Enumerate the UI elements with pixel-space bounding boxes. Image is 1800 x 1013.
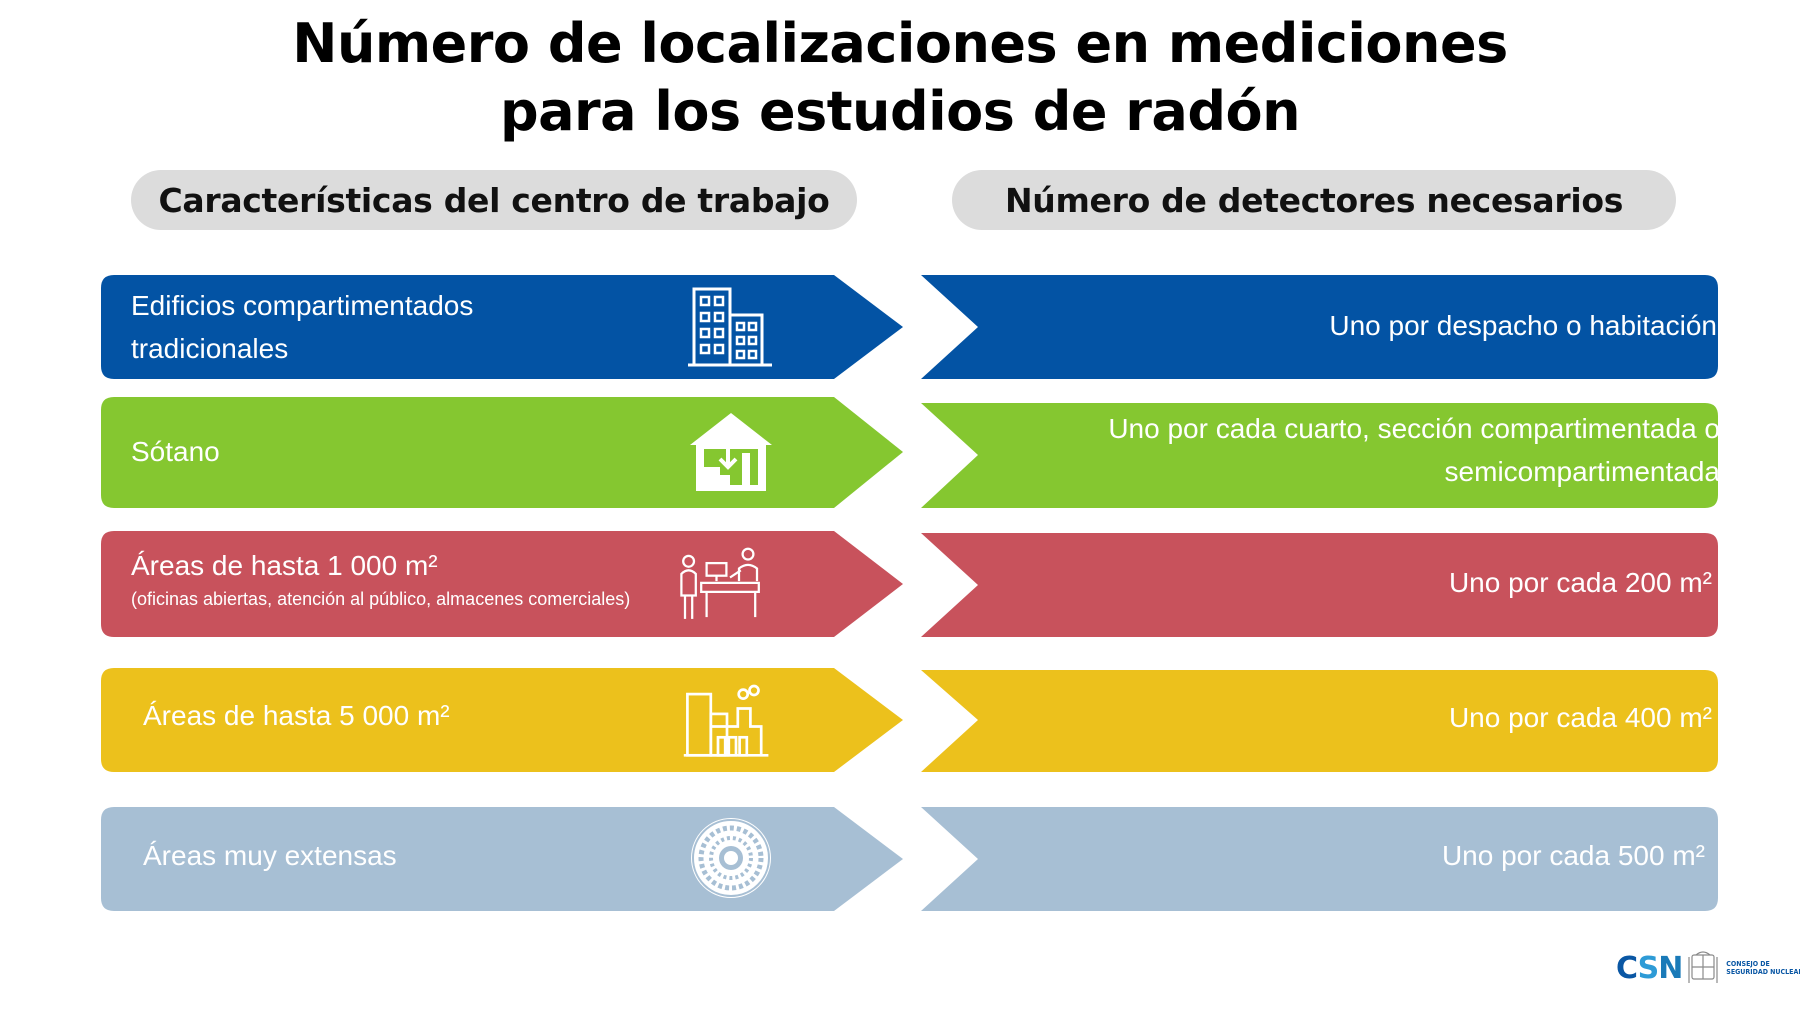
factory-icon xyxy=(683,684,769,757)
row-label-line-2: tradicionales xyxy=(131,333,289,364)
row-label-line-1: Edificios compartimentados xyxy=(131,290,474,321)
basement-arrow-down-icon xyxy=(690,413,772,491)
office-buildings-icon xyxy=(688,287,772,367)
row-traditional-buildings: Edificios compartimentados tradicionales… xyxy=(0,275,1800,379)
csn-logo: CSN CONSEJO DE SEGURIDAD NUCLEAR xyxy=(1616,946,1800,990)
coat-of-arms-icon xyxy=(1688,951,1718,983)
row-detectors-line-1: Uno por cada cuarto, sección compartimen… xyxy=(1108,413,1720,444)
row-areas-up-to-1000: Áreas de hasta 1 000 m² (oficinas abiert… xyxy=(0,531,1800,637)
logo-letter-n: N xyxy=(1658,950,1683,986)
header-workplace-characteristics: Características del centro de trabajo xyxy=(131,170,857,230)
row-detectors: Uno por despacho o habitación xyxy=(1329,310,1717,341)
row-detectors-line-2: semicompartimentada xyxy=(1444,456,1720,487)
customer-service-desk-icon xyxy=(680,547,760,619)
row-detectors: Uno por cada 400 m² xyxy=(1448,702,1712,733)
row-label: Áreas muy extensas xyxy=(143,834,397,877)
row-detectors: Uno por cada cuarto, sección compartimen… xyxy=(960,407,1720,493)
row-label-line-1: Áreas muy extensas xyxy=(143,840,397,871)
row-label: Áreas de hasta 5 000 m² xyxy=(143,694,450,737)
row-label-line-1: Sótano xyxy=(131,436,220,467)
row-basement: Sótano Uno por cada cuarto, sección comp… xyxy=(0,397,1800,508)
row-label: Sótano xyxy=(131,430,220,473)
csn-logo-letters: CSN xyxy=(1616,950,1683,986)
page-title: Número de localizaciones en mediciones p… xyxy=(0,10,1800,146)
logo-letter-s: S xyxy=(1637,950,1660,986)
row-detectors: Uno por cada 200 m² xyxy=(1448,567,1712,598)
row-areas-up-to-5000: Áreas de hasta 5 000 m² Uno por cada 400… xyxy=(0,668,1800,772)
row-very-large-areas: Áreas muy extensas Uno por cada 500 m² xyxy=(0,807,1800,911)
logo-text-line-1: CONSEJO DE xyxy=(1726,960,1770,968)
logo-letter-c: C xyxy=(1616,950,1639,986)
row-label: Áreas de hasta 1 000 m² (oficinas abiert… xyxy=(131,544,630,611)
large-area-map-icon xyxy=(691,818,771,898)
row-detectors: Uno por cada 500 m² xyxy=(1441,840,1705,871)
row-label-line-1: Áreas de hasta 5 000 m² xyxy=(143,700,450,731)
logo-text-line-2: SEGURIDAD NUCLEAR xyxy=(1726,968,1800,976)
row-label-line-1: Áreas de hasta 1 000 m² xyxy=(131,550,438,581)
row-label-subtitle: (oficinas abiertas, atención al público,… xyxy=(131,589,631,609)
row-label: Edificios compartimentados tradicionales xyxy=(131,284,473,370)
row-background-shapes xyxy=(101,531,1718,637)
header-detectors-needed: Número de detectores necesarios xyxy=(952,170,1676,230)
csn-logo-text: CONSEJO DE SEGURIDAD NUCLEAR xyxy=(1726,960,1800,976)
title-line-2: para los estudios de radón xyxy=(499,80,1301,143)
title-line-1: Número de localizaciones en mediciones xyxy=(292,12,1508,75)
